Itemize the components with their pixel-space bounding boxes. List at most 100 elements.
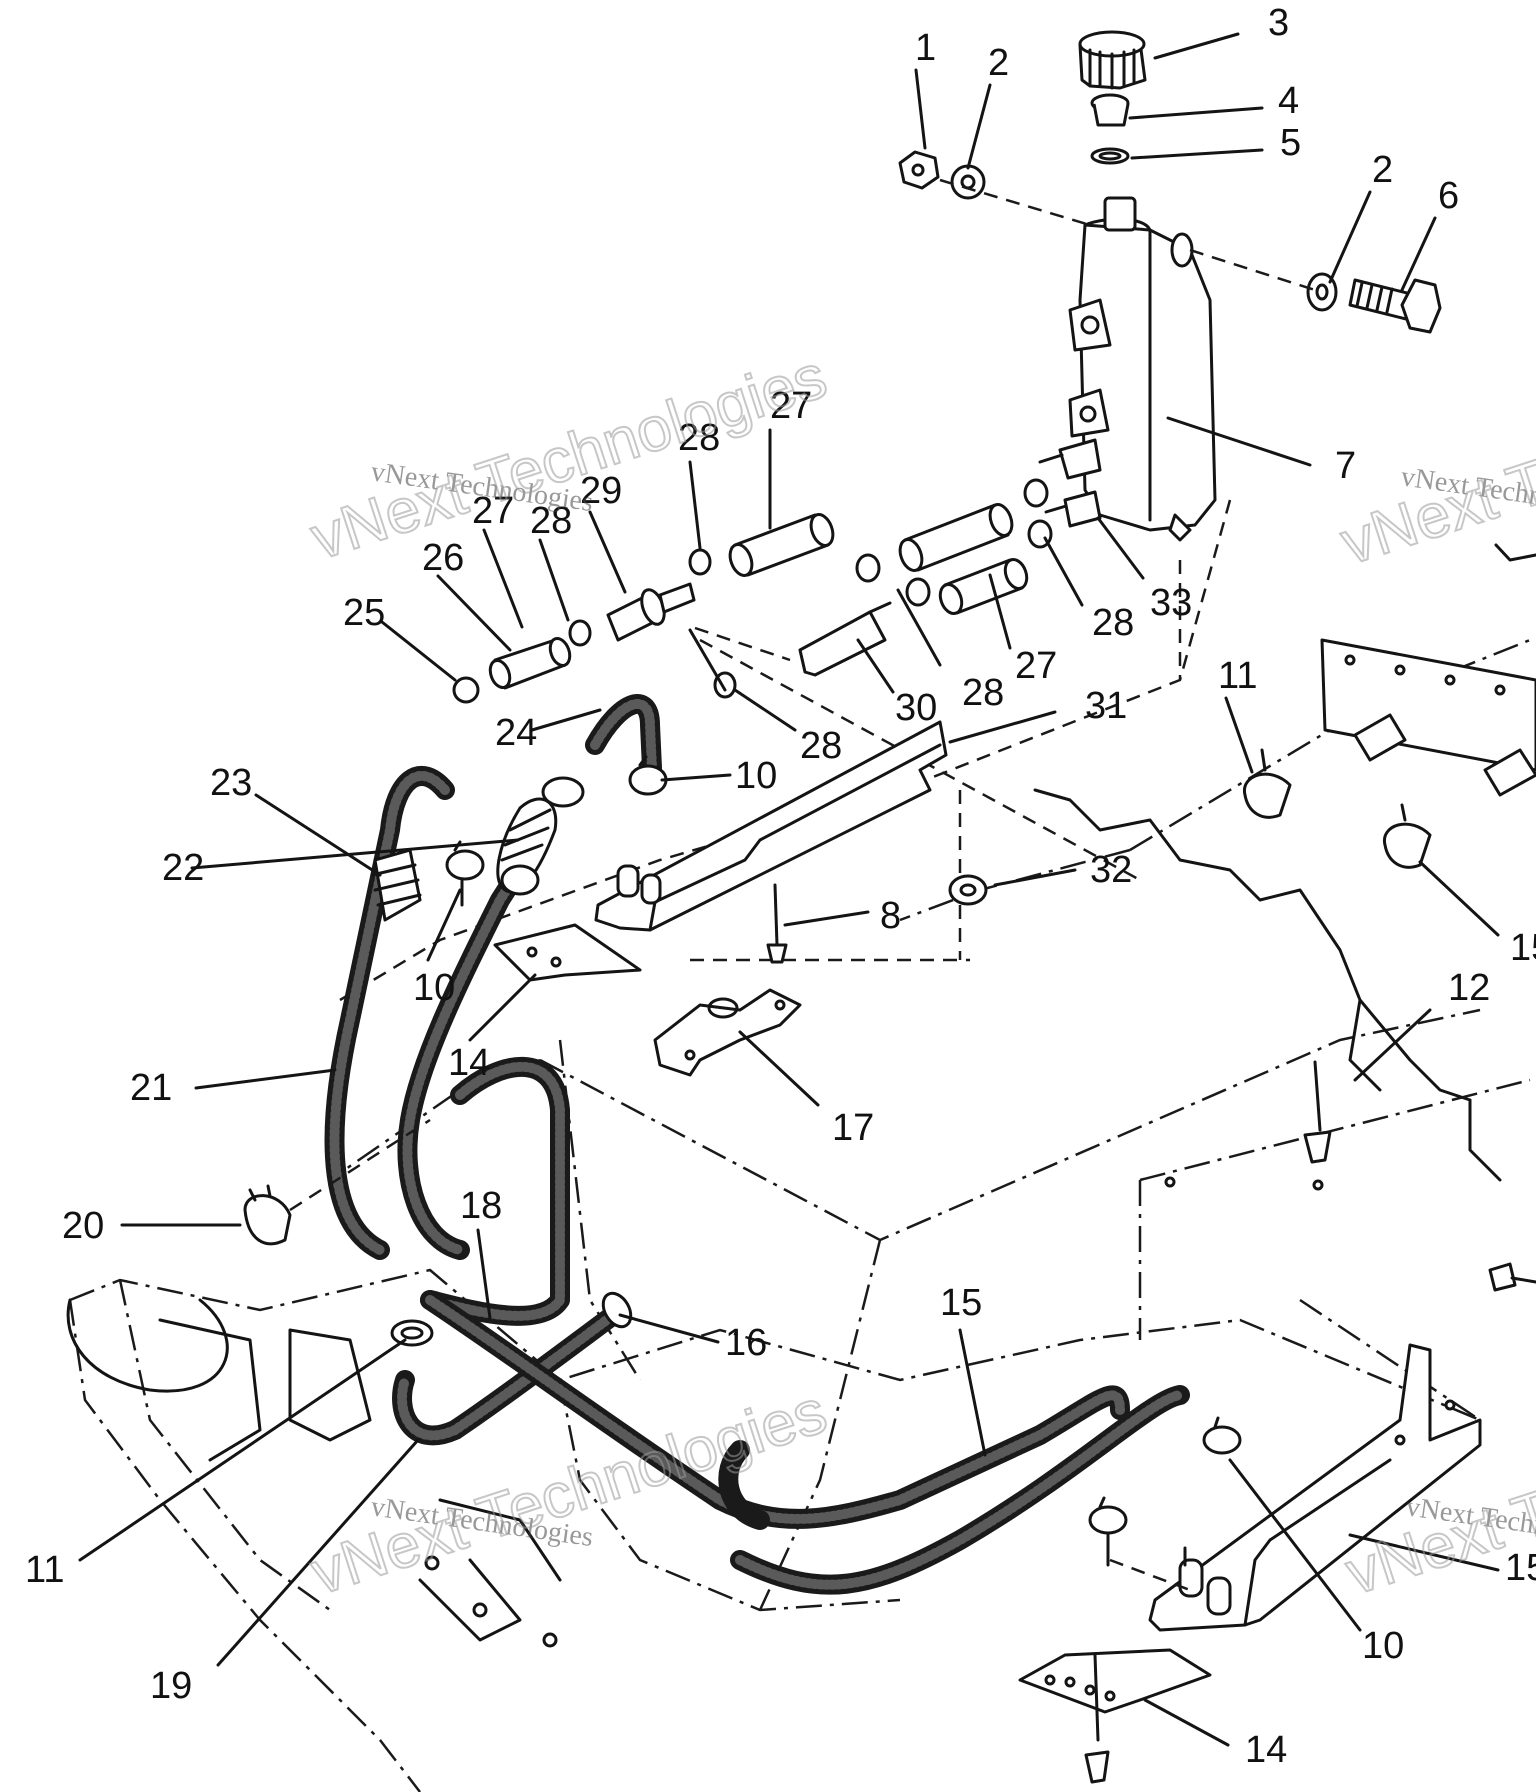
callout-leader <box>1096 516 1145 580</box>
callout-label-30: 30 <box>895 687 937 729</box>
hose-coupling-23 <box>370 776 585 922</box>
heat-exchanger-lower <box>1148 1343 1482 1632</box>
callout-label-27: 27 <box>472 490 514 532</box>
callout-label-33: 33 <box>1150 582 1192 624</box>
callout-leader <box>660 773 732 782</box>
callout-label-8: 8 <box>880 895 901 937</box>
hose-fitting-16 <box>601 1291 633 1329</box>
callout-label-32: 32 <box>1090 849 1132 891</box>
callout-label-21: 21 <box>130 1067 172 1109</box>
callout-leader <box>733 688 797 732</box>
callout-label-11: 11 <box>1218 655 1257 697</box>
inline-fitting <box>606 582 696 642</box>
cap-grommet <box>1090 93 1130 127</box>
callout-label-23: 23 <box>210 762 252 804</box>
callout-label-15: 15 <box>940 1282 982 1324</box>
callout-label-4: 4 <box>1278 80 1299 122</box>
hose-fittings <box>1038 438 1102 528</box>
callout-leader <box>914 68 927 150</box>
callout-label-5: 5 <box>1280 122 1301 164</box>
tee-fitting <box>798 601 892 677</box>
callout-leader <box>856 638 895 694</box>
coolant-bottle <box>1068 196 1217 542</box>
callout-label-12: 12 <box>1448 967 1490 1009</box>
callout-leader <box>1128 106 1264 120</box>
rear-bumper-right <box>1320 638 1536 797</box>
callout-label-28: 28 <box>962 672 1004 714</box>
callout-leader <box>783 910 870 927</box>
assembly-line <box>1109 1558 1191 1592</box>
callout-label-10: 10 <box>413 967 455 1009</box>
callout-label-27: 27 <box>770 385 812 427</box>
callout-label-26: 26 <box>422 537 464 579</box>
push-rivet-12 <box>1303 1060 1332 1191</box>
callout-label-22: 22 <box>162 847 204 889</box>
callout-label-20: 20 <box>62 1205 104 1247</box>
mounting-bracket-lower <box>1018 1648 1212 1784</box>
callout-label-28: 28 <box>1092 602 1134 644</box>
callout-leader <box>530 708 602 732</box>
hose-section-left <box>488 636 572 690</box>
rivet-8 <box>766 883 788 964</box>
hose-clamp-10-lower-a <box>1202 1416 1242 1455</box>
hose-clamp-10-lower-b <box>1088 1496 1128 1535</box>
callout-label-7: 7 <box>1335 445 1356 487</box>
flat-washer-left <box>950 164 986 200</box>
callout-leader <box>688 460 702 550</box>
callout-label-17: 17 <box>832 1107 874 1149</box>
callout-leader <box>1153 32 1240 60</box>
callout-label-6: 6 <box>1438 175 1459 217</box>
callout-label-2: 2 <box>988 42 1009 84</box>
hose-clamp-15-upper <box>1383 803 1432 869</box>
hose-section-middle <box>898 503 1029 616</box>
lower-frame <box>66 1298 562 1648</box>
callout-leader <box>958 1328 987 1457</box>
callout-label-16: 16 <box>725 1322 767 1364</box>
callout-label-10: 10 <box>1362 1625 1404 1667</box>
callout-label-2: 2 <box>1372 149 1393 191</box>
assembly-line <box>694 626 791 662</box>
hose-clamp-20 <box>243 1184 292 1246</box>
callout-leader <box>1348 1533 1500 1572</box>
mounting-bracket-17 <box>653 988 802 1077</box>
callout-label-25: 25 <box>343 592 385 634</box>
callout-leader <box>948 710 1057 744</box>
fitting-stubs <box>1106 1533 1187 1567</box>
callout-label-24: 24 <box>495 712 537 754</box>
coolant-hose-15 <box>718 1385 1190 1595</box>
assembly-line <box>939 178 1091 227</box>
coolant-hose-21 <box>324 765 455 1260</box>
callout-leader <box>216 1438 420 1667</box>
callout-leader <box>254 793 382 877</box>
callout-label-11: 11 <box>25 1549 64 1591</box>
callout-leader <box>618 1313 720 1344</box>
callout-label-15: 15 <box>1510 927 1536 969</box>
callout-leader <box>78 1338 407 1562</box>
cap-o-ring <box>1090 147 1130 165</box>
callout-label-14: 14 <box>448 1042 490 1084</box>
callout-leader <box>738 1030 820 1107</box>
bracket-line <box>688 628 727 692</box>
callout-label-28: 28 <box>800 725 842 767</box>
callout-leader <box>380 620 457 682</box>
callout-leader <box>190 838 520 870</box>
callout-leader <box>468 973 537 1042</box>
watermark-outline: vNext Technologies <box>1333 347 1536 578</box>
callout-label-29: 29 <box>580 470 622 512</box>
hose-section-upper <box>728 513 835 577</box>
callout-label-18: 18 <box>460 1185 502 1227</box>
callout-leader <box>896 588 942 667</box>
callout-label-1: 1 <box>915 27 936 69</box>
callout-leader <box>993 868 1077 887</box>
callout-leader <box>1400 216 1437 292</box>
coolant-hose-18 <box>420 1056 570 1326</box>
heat-exchanger <box>594 720 948 932</box>
callout-label-28: 28 <box>678 417 720 459</box>
callout-label-27: 27 <box>1015 645 1057 687</box>
callout-leader <box>1143 1698 1230 1747</box>
coolant-hose-16-19 <box>392 1300 630 1446</box>
callout-leader <box>966 83 992 170</box>
